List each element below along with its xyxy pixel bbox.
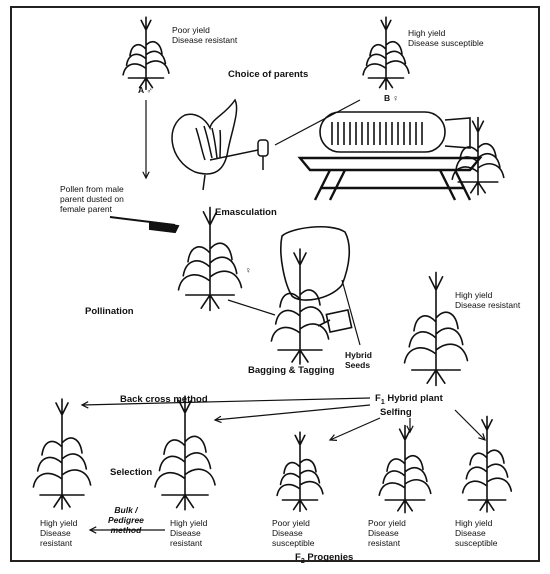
emasculation-label: Emasculation — [215, 208, 277, 218]
male-sex-symbol: ♂ — [146, 85, 152, 95]
hybrid-seeds-line-1: Hybrid — [345, 350, 372, 360]
progeny-plant-1 — [33, 399, 90, 509]
outcome-3-line-1: Poor yield — [272, 518, 315, 528]
outcome-2-line-1: High yield — [170, 518, 207, 528]
pollen-note-line-2: parent dusted on — [60, 194, 124, 204]
emasculated-plant — [452, 118, 503, 195]
outcome-4-line-3: resistant — [368, 538, 406, 548]
parent-male-symbol: A ♂ — [138, 85, 153, 95]
pollination-label: Pollination — [85, 307, 134, 317]
outcome-2-line-3: resistant — [170, 538, 207, 548]
parent-male-label: Poor yield Disease resistant — [172, 25, 237, 45]
arrow-pollination-to-bag — [228, 300, 275, 315]
outcome-1-line-2: Disease — [40, 528, 77, 538]
bulk-line-3: method — [108, 525, 144, 535]
outcome-1-line-3: resistant — [40, 538, 77, 548]
outcome-5-line-1: High yield — [455, 518, 498, 528]
outcome-5-line-2: Disease — [455, 528, 498, 538]
arrow-female-to-flower — [275, 100, 360, 145]
hybrid-seeds-line-2: Seeds — [345, 360, 372, 370]
choice-of-parents-caption: Choice of parents — [228, 70, 308, 80]
progeny-plant-4 — [379, 426, 430, 513]
f1-hybrid-plant-label: F1 Hybrid plant — [375, 394, 443, 408]
parent-male-disease: Disease resistant — [172, 35, 237, 45]
outcome-4: Poor yield Disease resistant — [368, 518, 406, 548]
f2-progenies-label: F2 Progenies — [295, 553, 353, 567]
flower-illustration — [172, 100, 268, 190]
pollination-female-symbol: ♀ — [245, 265, 251, 275]
female-sex-symbol: ♀ — [393, 93, 399, 103]
outcome-4-line-1: Poor yield — [368, 518, 406, 528]
pollen-brush — [110, 217, 178, 232]
arrow-to-plant-3 — [330, 418, 380, 440]
f1-plant-yield: High yield — [455, 290, 520, 300]
arrow-male-down — [143, 100, 149, 178]
parent-female-plant — [363, 17, 409, 89]
arrow-bag-to-seeds — [342, 280, 360, 345]
outcome-3-line-2: Disease — [272, 528, 315, 538]
bagged-plant — [271, 249, 328, 364]
parent-male-letter: A — [138, 85, 144, 95]
f1-suffix: Hybrid plant — [385, 393, 443, 404]
pollen-note-line-1: Pollen from male — [60, 184, 124, 194]
selfing-label: Selfing — [380, 408, 412, 418]
progeny-plant-3 — [277, 432, 323, 511]
arrow-to-plant-2 — [215, 405, 370, 423]
outcome-1-line-1: High yield — [40, 518, 77, 528]
outcome-4-line-2: Disease — [368, 528, 406, 538]
outcome-2: High yield Disease resistant — [170, 518, 207, 548]
outcome-5: High yield Disease susceptible — [455, 518, 498, 548]
progeny-plant-5 — [463, 416, 512, 512]
hybrid-seeds-label: Hybrid Seeds — [345, 350, 372, 370]
back-cross-label: Back cross method — [120, 395, 208, 405]
parent-female-label: High yield Disease susceptible — [408, 28, 484, 48]
parent-female-yield: High yield — [408, 28, 484, 38]
outcome-5-line-3: susceptible — [455, 538, 498, 548]
bulk-pedigree-label: Bulk / Pedigree method — [108, 505, 144, 535]
pollination-bag — [281, 227, 352, 332]
bagging-tagging-label: Bagging & Tagging — [248, 366, 334, 376]
bulk-line-2: Pedigree — [108, 515, 144, 525]
arrow-to-plant-4 — [407, 418, 413, 432]
outcome-3: Poor yield Disease susceptible — [272, 518, 315, 548]
selection-label: Selection — [110, 468, 152, 478]
outcome-2-line-2: Disease — [170, 528, 207, 538]
parent-female-letter: B — [384, 93, 390, 103]
microscope-table-illustration — [300, 112, 480, 200]
parent-male-plant — [123, 17, 169, 89]
arrow-to-plant-5 — [455, 410, 485, 440]
pollination-plant — [179, 207, 242, 310]
f1-plant-label: High yield Disease resistant — [455, 290, 520, 310]
parent-female-symbol: B ♀ — [384, 93, 399, 103]
bulk-line-1: Bulk / — [108, 505, 144, 515]
parent-male-yield: Poor yield — [172, 25, 237, 35]
outcome-3-line-3: susceptible — [272, 538, 315, 548]
parent-female-disease: Disease susceptible — [408, 38, 484, 48]
f1-plant-disease: Disease resistant — [455, 300, 520, 310]
outcome-1: High yield Disease resistant — [40, 518, 77, 548]
pollen-note: Pollen from male parent dusted on female… — [60, 184, 124, 214]
f2-suffix: Progenies — [305, 552, 354, 563]
pollen-note-line-3: female parent — [60, 204, 124, 214]
progeny-plant-2 — [155, 396, 215, 510]
